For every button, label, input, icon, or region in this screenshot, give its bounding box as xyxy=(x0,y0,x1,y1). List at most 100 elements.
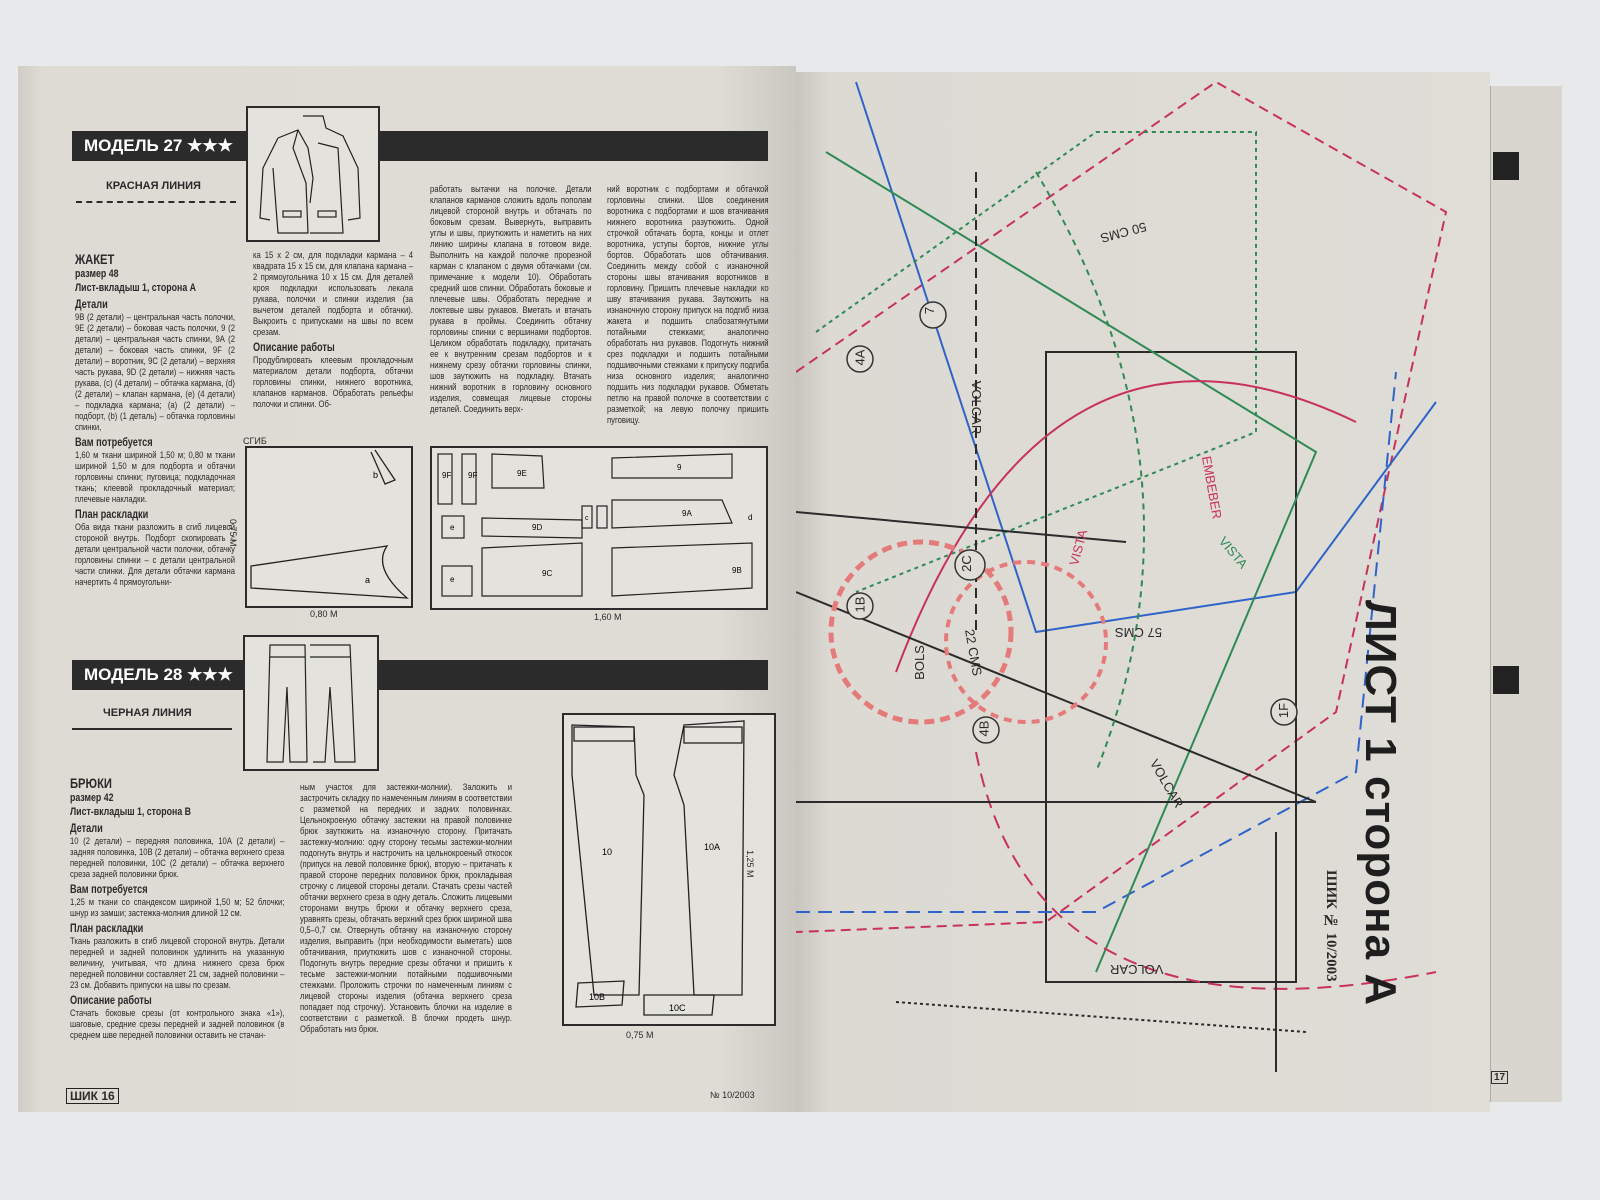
svg-text:10: 10 xyxy=(602,847,612,857)
need-heading: Вам потребуется xyxy=(70,884,148,896)
svg-text:d: d xyxy=(748,513,752,522)
pattern-line xyxy=(895,380,1357,673)
pattern-line xyxy=(895,1001,1307,1033)
svg-text:с: с xyxy=(585,515,589,522)
svg-text:е: е xyxy=(450,575,455,584)
plan-heading: План раскладки xyxy=(70,923,144,935)
svg-text:9F: 9F xyxy=(442,471,451,480)
circle-label: 2C xyxy=(958,555,974,572)
details-heading: Детали xyxy=(75,299,108,311)
pattern-circle xyxy=(828,539,1014,725)
work-text: Продублировать клеевым прокладочным мате… xyxy=(253,355,413,410)
plan-text: Оба вида ткани разложить в сгиб лицевой … xyxy=(75,522,235,588)
pattern-label: 57 CMS xyxy=(1115,625,1162,640)
pattern-line xyxy=(855,81,1437,634)
marker-2c xyxy=(954,549,986,581)
circle-label: 7 xyxy=(922,306,938,315)
pattern-line xyxy=(796,80,1448,933)
size: размер 42 xyxy=(70,792,114,804)
col-text: работать вытачки на полочке. Детали клап… xyxy=(430,184,592,415)
model-27-col-2: ка 15 х 2 см, для подкладки кармана – 4 … xyxy=(253,250,413,410)
jacket-sketch xyxy=(246,106,380,242)
svg-text:9B: 9B xyxy=(732,566,742,575)
pattern-line xyxy=(825,151,1318,973)
header-bar-fragment xyxy=(1493,666,1519,694)
layout-2-width: 1,60 М xyxy=(594,612,622,622)
pattern-sheet xyxy=(796,80,1448,1072)
svg-text:10С: 10С xyxy=(669,1003,686,1013)
page-number: 17 xyxy=(1491,1071,1509,1084)
col-text: ным участок для застежки-молнии). Заложи… xyxy=(300,782,512,1035)
model-27-col-3: работать вытачки на полочке. Детали клап… xyxy=(430,184,592,415)
marker-4a xyxy=(846,345,874,373)
col-text: ний воротник с подбортами и обтачкой гор… xyxy=(607,184,769,426)
col-text: ка 15 х 2 см, для подкладки кармана – 4 … xyxy=(253,250,413,338)
need-heading: Вам потребуется xyxy=(75,437,153,449)
svg-text:9D: 9D xyxy=(532,523,542,532)
model-27-col-4: ний воротник с подбортами и обтачкой гор… xyxy=(607,184,769,426)
model-28-col-2: ным участок для застежки-молнии). Заложи… xyxy=(300,782,512,1035)
black-line-sample xyxy=(72,728,232,730)
sheet-title: ЛИСТ 1 сторона А xyxy=(1356,600,1405,1007)
details-text: 10 (2 детали) – передняя половинка, 10А … xyxy=(70,836,285,880)
marker-7 xyxy=(919,301,947,329)
trousers-layout-width: 0,75 М xyxy=(626,1030,654,1040)
work-text: Стачать боковые срезы (от контрольного з… xyxy=(70,1008,285,1041)
model-28-line: ЧЕРНАЯ ЛИНИЯ xyxy=(103,707,192,719)
model-28-col-1: БРЮКИ размер 42 Лист-вкладыш 1, сторона … xyxy=(70,775,285,1041)
marker-1b xyxy=(846,592,874,620)
heading: ЖАКЕТ xyxy=(75,251,115,267)
fold-label: СГИБ xyxy=(243,436,267,446)
plan-heading: План раскладки xyxy=(75,509,149,521)
marker-1f xyxy=(1270,698,1298,726)
model-27-bar xyxy=(72,131,768,161)
need-text: 1,25 м ткани со спандексом шириной 1,50 … xyxy=(70,897,285,919)
trousers-sketch xyxy=(243,635,379,771)
piece-a: a xyxy=(365,575,370,585)
svg-text:9: 9 xyxy=(677,463,682,472)
svg-text:10А: 10А xyxy=(704,842,720,852)
marker-4b xyxy=(972,716,1000,744)
model-28-title: МОДЕЛЬ 28 ★★★ xyxy=(84,665,233,684)
magazine-logo: ШИК 16 xyxy=(66,1088,119,1104)
trousers-layout-height: 1,25 М xyxy=(745,850,755,878)
header-bar-fragment xyxy=(1493,152,1519,180)
pattern-line xyxy=(796,511,1127,543)
pattern-line xyxy=(796,591,1317,803)
svg-text:9F: 9F xyxy=(468,471,477,480)
pattern-line xyxy=(975,751,1437,990)
pattern-label: VOLCAR xyxy=(969,380,985,435)
pattern-label: VOLCAR xyxy=(1110,962,1164,977)
work-heading: Описание работы xyxy=(70,995,152,1007)
circle-label: 4B xyxy=(976,720,992,737)
pattern-label: BOLS xyxy=(911,645,927,680)
circle-label: 1F xyxy=(1276,702,1292,719)
pattern-line xyxy=(796,371,1397,913)
need-text: 1,60 м ткани шириной 1,50 м; 0,80 м ткан… xyxy=(75,450,235,505)
layout-1-width: 0,80 М xyxy=(310,609,338,619)
heading: БРЮКИ xyxy=(70,775,112,791)
work-heading: Описание работы xyxy=(253,342,335,354)
sheet: Лист-вкладыш 1, сторона А xyxy=(75,282,197,294)
sheet: Лист-вкладыш 1, сторона В xyxy=(70,806,192,818)
sheet-issue: ШИК № 10/2003 xyxy=(1323,870,1339,982)
logo-text: ШИК xyxy=(70,1089,99,1103)
model-28-bar xyxy=(72,660,768,690)
pattern-circle xyxy=(944,560,1108,724)
page-number: 16 xyxy=(101,1089,115,1103)
pattern-line xyxy=(1045,351,1297,983)
circle-label: 4A xyxy=(852,349,868,366)
model-27-title: МОДЕЛЬ 27 ★★★ xyxy=(84,136,233,155)
circle-label: 1B xyxy=(852,596,868,613)
details-text: 9В (2 детали) – центральная часть полочк… xyxy=(75,312,235,433)
details-heading: Детали xyxy=(70,823,103,835)
pattern-line xyxy=(1035,171,1145,773)
next-page-edge: 17 xyxy=(1490,86,1562,1102)
piece-b: b xyxy=(373,470,378,480)
svg-text:10В: 10В xyxy=(589,992,605,1002)
svg-text:9E: 9E xyxy=(517,469,527,478)
layout-1-height: 0,75 М xyxy=(228,519,238,547)
plan-text: Ткань разложить в сгиб лицевой стороной … xyxy=(70,936,285,991)
